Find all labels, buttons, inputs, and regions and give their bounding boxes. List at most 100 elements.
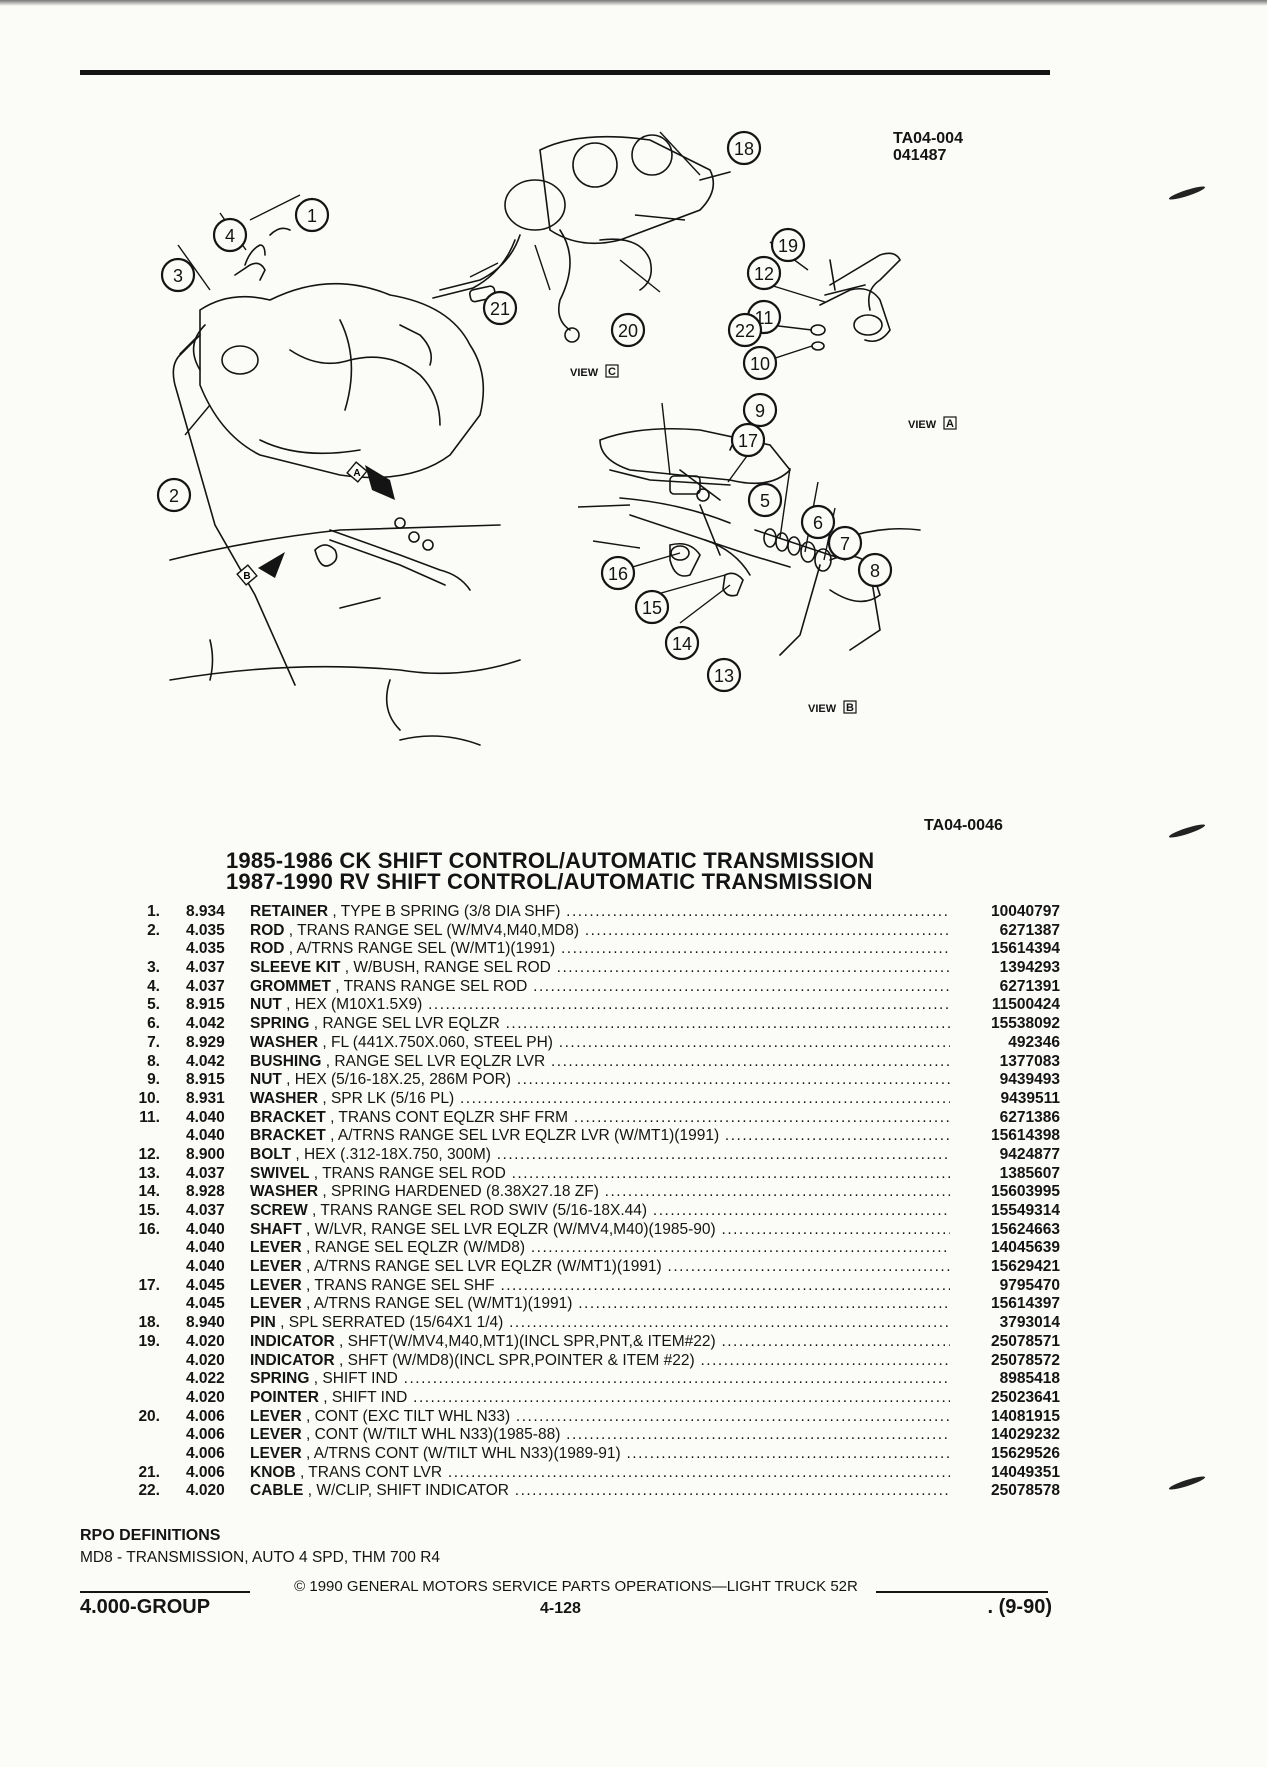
title-line-1: 1985-1986 CK SHIFT CONTROL/AUTOMATIC TRA… bbox=[226, 848, 875, 873]
part-description: LEVER , CONT (EXC TILT WHL N33) ........… bbox=[250, 1408, 950, 1427]
part-description: BUSHING , RANGE SEL LVR EQLZR LVR ......… bbox=[250, 1053, 950, 1072]
item-number: 6. bbox=[147, 1015, 160, 1033]
callout-9: 9 bbox=[742, 392, 778, 428]
arrow-label-b: B bbox=[243, 571, 250, 582]
callout-18: 18 bbox=[726, 130, 762, 166]
item-number: 5. bbox=[147, 996, 160, 1014]
item-number: 21. bbox=[138, 1463, 160, 1481]
scan-artifact bbox=[1168, 822, 1206, 840]
top-rule bbox=[80, 70, 1050, 75]
callout-13: 13 bbox=[706, 657, 742, 693]
item-number: 9. bbox=[147, 1071, 160, 1089]
leader-dots: ........................................… bbox=[530, 1239, 950, 1257]
part-detail: , SHFT (W/MD8)(INCL SPR,POINTER & ITEM #… bbox=[339, 1351, 695, 1369]
group-number: 8.928 bbox=[186, 1183, 225, 1201]
callout-5: 5 bbox=[747, 482, 783, 518]
part-description: ROD , A/TRNS RANGE SEL (W/MT1)(1991) ...… bbox=[250, 940, 950, 959]
part-number: 492346 bbox=[1008, 1033, 1060, 1051]
part-detail: , A/TRNS RANGE SEL (W/MT1)(1991) bbox=[288, 940, 556, 958]
group-number: 4.045 bbox=[186, 1276, 225, 1294]
part-name: LEVER bbox=[250, 1444, 302, 1462]
part-detail: , HEX (M10X1.5X9) bbox=[286, 996, 423, 1014]
page-number: 4-128 bbox=[540, 1600, 581, 1617]
part-name: NUT bbox=[250, 1071, 282, 1089]
callout-3: 3 bbox=[160, 257, 196, 293]
leader-dots: ........................................… bbox=[700, 1351, 950, 1369]
part-detail: , W/BUSH, RANGE SEL ROD bbox=[344, 959, 551, 977]
part-number: 9795470 bbox=[999, 1276, 1060, 1294]
part-description: LEVER , CONT (W/TILT WHL N33)(1985-88) .… bbox=[250, 1426, 950, 1445]
part-number: 6271386 bbox=[999, 1108, 1060, 1126]
part-name: NUT bbox=[250, 996, 282, 1014]
item-number: 20. bbox=[138, 1407, 160, 1425]
part-number: 1377083 bbox=[999, 1052, 1060, 1070]
part-number: 8985418 bbox=[999, 1370, 1060, 1388]
leader-dots: ........................................… bbox=[496, 1145, 950, 1163]
part-number: 15614394 bbox=[991, 940, 1060, 958]
scan-artifact bbox=[1168, 1474, 1206, 1492]
part-detail: , TRANS CONT EQLZR SHF FRM bbox=[330, 1108, 569, 1126]
part-description: WASHER , SPR LK (5/16 PL) ..............… bbox=[250, 1090, 950, 1109]
svg-text:2: 2 bbox=[169, 486, 179, 506]
leader-dots: ........................................… bbox=[626, 1444, 950, 1462]
svg-text:13: 13 bbox=[714, 666, 734, 686]
svg-text:5: 5 bbox=[760, 491, 770, 511]
part-name: WASHER bbox=[250, 1183, 319, 1201]
part-name: SCREW bbox=[250, 1202, 308, 1219]
callout-6: 6 bbox=[800, 504, 836, 540]
part-description: CABLE , W/CLIP, SHIFT INDICATOR ........… bbox=[250, 1482, 950, 1501]
part-description: INDICATOR , SHFT(W/MV4,M40,MT1)(INCL SPR… bbox=[250, 1333, 950, 1352]
footer-group: 4.000-GROUP bbox=[80, 1596, 211, 1618]
part-name: GROMMET bbox=[250, 977, 331, 995]
callout-12: 12 bbox=[746, 255, 782, 291]
callout-15: 15 bbox=[634, 589, 670, 625]
part-number: 15614398 bbox=[991, 1127, 1060, 1145]
part-name: WASHER bbox=[250, 1033, 319, 1051]
group-number: 4.042 bbox=[186, 1015, 225, 1033]
part-description: BRACKET , TRANS CONT EQLZR SHF FRM .....… bbox=[250, 1109, 950, 1128]
parts-row: 9. 8.915 NUT , HEX (5/16-18X.25, 286M POR)… bbox=[120, 1071, 1060, 1090]
callout-19: 19 bbox=[770, 227, 806, 263]
title-line-2: 1987-1990 RV SHIFT CONTROL/AUTOMATIC TRA… bbox=[226, 869, 873, 894]
part-detail: , HEX (.312-18X.750, 300M) bbox=[295, 1145, 491, 1163]
group-number: 4.040 bbox=[186, 1258, 225, 1276]
leader-dots: ........................................… bbox=[566, 903, 950, 920]
part-number: 6271391 bbox=[999, 977, 1060, 995]
part-name: LEVER bbox=[250, 1295, 302, 1313]
part-name: SLEEVE KIT bbox=[250, 959, 341, 977]
group-number: 8.915 bbox=[186, 1071, 225, 1089]
part-name: BRACKET bbox=[250, 1127, 326, 1145]
part-description: NUT , HEX (5/16-18X.25, 286M POR) ......… bbox=[250, 1071, 950, 1090]
part-description: LEVER , A/TRNS CONT (W/TILT WHL N33)(198… bbox=[250, 1445, 950, 1464]
part-description: POINTER , SHIFT IND ....................… bbox=[250, 1389, 950, 1408]
item-number: 22. bbox=[138, 1482, 160, 1500]
item-number: 19. bbox=[138, 1332, 160, 1350]
drawing-code: TA04-004 bbox=[893, 130, 963, 147]
group-number: 4.037 bbox=[186, 1164, 225, 1182]
part-description: LEVER , A/TRNS RANGE SEL (W/MT1)(1991) .… bbox=[250, 1295, 950, 1314]
group-number: 4.045 bbox=[186, 1295, 225, 1313]
callout-2: 2 bbox=[156, 477, 192, 513]
part-description: RETAINER , TYPE B SPRING (3/8 DIA SHF) .… bbox=[250, 903, 950, 922]
leader-dots: ........................................… bbox=[566, 1426, 950, 1444]
part-number: 15549314 bbox=[991, 1202, 1060, 1219]
part-name: LEVER bbox=[250, 1426, 302, 1444]
part-number: 15614397 bbox=[991, 1295, 1060, 1313]
part-detail: , SHIFT IND bbox=[313, 1370, 398, 1388]
exploded-diagram: A B VIEW C VIEW A VIEW B 1 2 3 4 5 6 7 8… bbox=[156, 130, 957, 746]
item-number: 12. bbox=[138, 1145, 160, 1163]
part-number: 25078572 bbox=[991, 1351, 1060, 1369]
item-number: 15. bbox=[138, 1202, 160, 1219]
part-name: ROD bbox=[250, 921, 285, 939]
